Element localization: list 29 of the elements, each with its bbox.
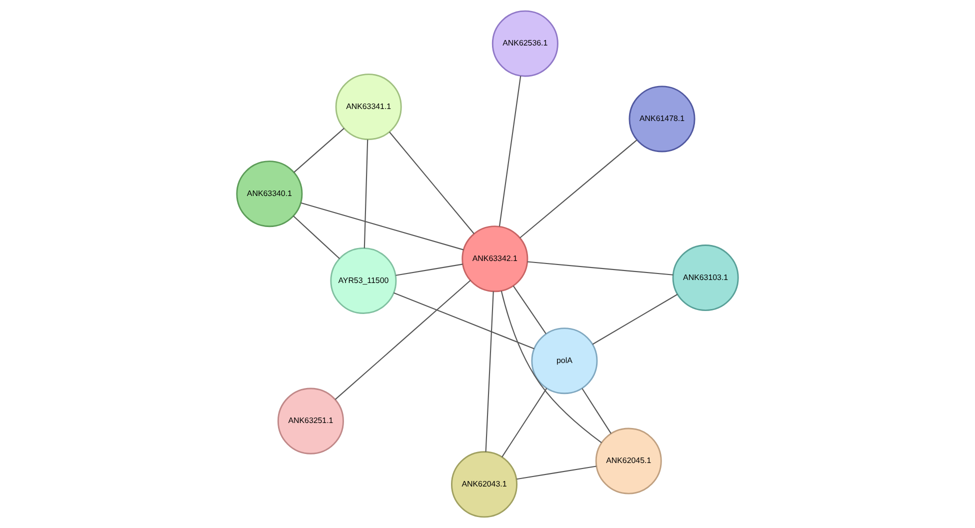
connector	[520, 140, 638, 238]
node-circle: ANK63340.1	[236, 160, 303, 228]
node-circle: ANK62045.1	[595, 428, 662, 494]
connector	[582, 388, 612, 434]
node-circle: polA	[531, 328, 598, 394]
connector	[293, 216, 340, 260]
connector	[334, 280, 471, 400]
node-circle: ANK63103.1	[672, 244, 739, 312]
node-circle: ANK63251.1	[277, 388, 344, 454]
connector	[500, 290, 602, 444]
connector	[512, 286, 546, 334]
connector	[516, 466, 596, 480]
connector	[485, 291, 494, 452]
connector	[294, 128, 344, 173]
node-circle: ANK61478.1	[628, 86, 696, 152]
connector	[592, 294, 678, 345]
node-circle: AYR53_11500	[330, 247, 397, 314]
connector	[396, 264, 463, 276]
connector	[527, 261, 674, 276]
connector	[364, 140, 368, 248]
node-circle: ANK62536.1	[492, 10, 558, 77]
connector	[300, 202, 464, 250]
connector	[502, 388, 548, 458]
node-circle: ANK63341.1	[335, 74, 402, 140]
connector	[498, 76, 522, 226]
connector	[389, 132, 474, 234]
connector	[394, 292, 534, 350]
node-circle: ANK62043.1	[450, 451, 518, 518]
node-circle: ANK63342.1	[462, 226, 528, 292]
